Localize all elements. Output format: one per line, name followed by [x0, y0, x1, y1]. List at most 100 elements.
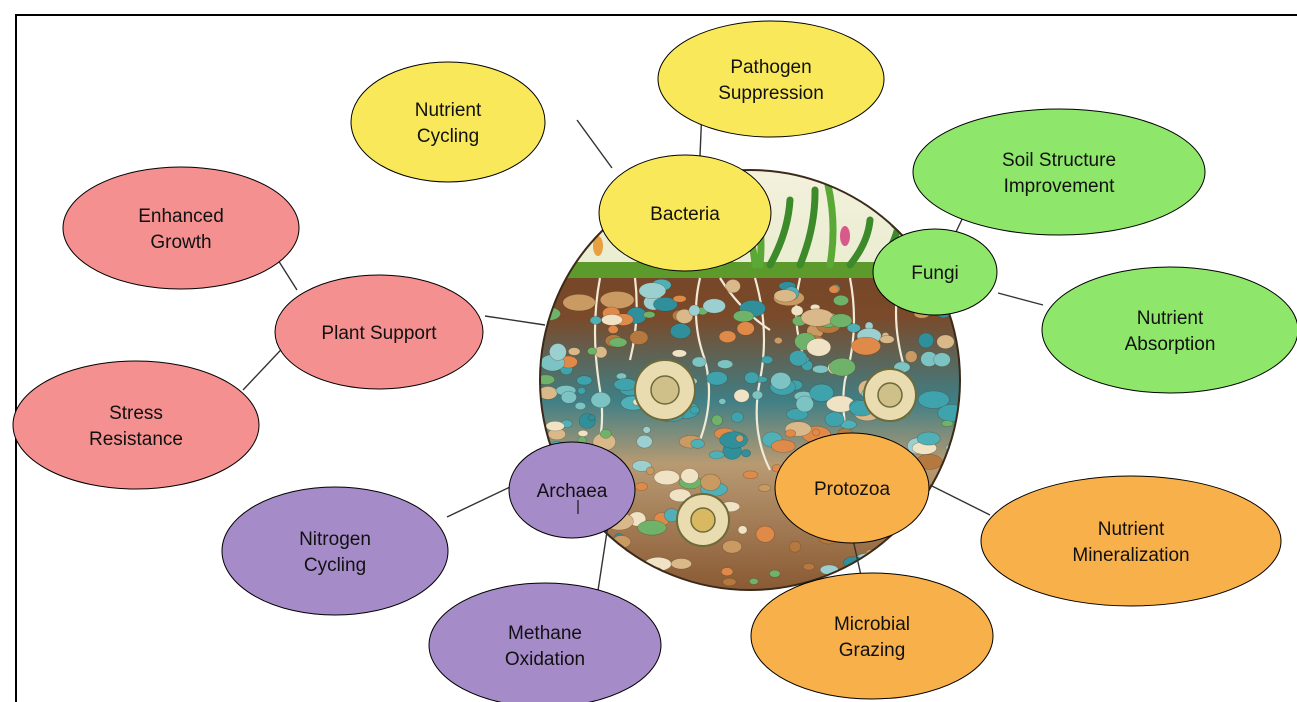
soil-particle: [614, 378, 637, 390]
node-label-fungi: Fungi: [911, 263, 959, 284]
microbe-cell-bottom: [677, 494, 729, 546]
node-label-soil-structure: Soil Structure: [1002, 150, 1116, 171]
soil-particle: [608, 326, 618, 334]
soil-particle: [789, 541, 800, 552]
soil-particle: [810, 384, 834, 401]
soil-particle: [602, 314, 623, 325]
node-protozoa: Protozoa: [775, 433, 929, 543]
soil-particle: [577, 376, 592, 385]
soil-particle: [745, 372, 759, 384]
soil-particle: [701, 474, 721, 490]
soil-particle: [643, 311, 655, 318]
soil-particle: [723, 540, 742, 553]
node-shape-stress-resistance: [13, 361, 259, 489]
node-label-nutrient-cycling: Nutrient: [415, 100, 482, 121]
soil-particle: [690, 407, 700, 414]
soil-particle: [673, 295, 686, 302]
soil-particle: [938, 404, 966, 421]
node-label-microbial-grazing: Microbial: [834, 614, 910, 635]
soil-particle: [717, 360, 732, 369]
soil-particle: [791, 306, 803, 316]
soil-particle: [643, 427, 651, 434]
soil-particle: [774, 337, 782, 344]
soil-particle: [578, 430, 588, 436]
soil-particle: [671, 559, 692, 570]
soil-particle: [609, 338, 627, 347]
soil-particle: [670, 324, 691, 339]
soil-particle: [813, 365, 829, 373]
soil-particle: [801, 309, 834, 327]
soil-particle: [600, 545, 612, 552]
soil-particle: [587, 347, 596, 354]
soil-particle: [591, 392, 611, 408]
node-methane-oxidation: MethaneOxidation: [429, 583, 661, 702]
node-bacteria: Bacteria: [599, 155, 771, 271]
soil-particle: [706, 371, 727, 385]
soil-particle: [672, 350, 686, 357]
soil-particle: [771, 440, 795, 453]
node-label-soil-structure: Improvement: [1004, 176, 1116, 197]
soil-particle: [742, 450, 751, 457]
soil-particle: [761, 356, 772, 364]
soil-particle: [534, 307, 561, 321]
soil-particle: [737, 322, 754, 336]
soil-particle: [936, 500, 965, 517]
microbe-cell-right: [864, 369, 916, 421]
soil-particle: [738, 526, 747, 534]
soil-particle: [937, 335, 954, 349]
soil-particle: [796, 396, 814, 412]
node-label-pathogen-suppression: Suppression: [718, 83, 824, 104]
soil-particle: [880, 544, 908, 560]
soil-particle: [749, 578, 758, 584]
soil-particle: [639, 283, 666, 299]
soil-particle: [638, 520, 667, 535]
soil-particle: [807, 338, 831, 356]
node-label-nutrient-mineralization: Nutrient: [1098, 519, 1165, 540]
node-label-archaea: Archaea: [537, 481, 608, 502]
node-label-protozoa: Protozoa: [814, 479, 890, 500]
soil-particle: [654, 470, 680, 485]
node-shape-nutrient-absorption: [1042, 267, 1297, 393]
soil-particle: [867, 560, 878, 569]
soil-particle: [574, 546, 587, 556]
soil-particle: [769, 570, 780, 577]
soil-particle: [691, 439, 705, 448]
flower: [840, 226, 850, 246]
soil-particle: [736, 435, 744, 442]
soil-particle: [646, 467, 654, 475]
soil-particle: [561, 391, 576, 403]
node-label-enhanced-growth: Growth: [150, 232, 211, 253]
soil-particle: [942, 421, 954, 427]
node-microbial-grazing: MicrobialGrazing: [751, 573, 993, 699]
soil-particle: [703, 299, 726, 313]
connector-fungi-nutrient-absorption: [998, 293, 1043, 305]
node-shape-microbial-grazing: [751, 573, 993, 699]
soil-particle: [733, 310, 754, 322]
soil-particle: [549, 344, 566, 361]
soil-particle: [590, 316, 601, 324]
node-label-nutrient-cycling: Cycling: [417, 126, 479, 147]
node-label-enhanced-growth: Enhanced: [138, 206, 224, 227]
node-shape-pathogen-suppression: [658, 21, 884, 137]
soil-particle: [830, 314, 852, 328]
node-label-pathogen-suppression: Pathogen: [730, 57, 811, 78]
node-label-stress-resistance: Stress: [109, 403, 163, 424]
soil-particle: [603, 576, 620, 588]
soil-particle: [851, 337, 880, 355]
soil-particle: [630, 331, 648, 345]
soil-particle: [731, 412, 743, 423]
soil-particle: [743, 471, 758, 479]
soil-particle: [568, 348, 580, 356]
soil-particle: [681, 469, 699, 484]
soil-particle: [771, 372, 791, 389]
soil-particle: [918, 333, 933, 348]
soil-particle: [663, 582, 669, 588]
soil-particle: [563, 294, 596, 311]
node-shape-nutrient-cycling: [351, 62, 545, 182]
soil-particle: [833, 295, 848, 305]
